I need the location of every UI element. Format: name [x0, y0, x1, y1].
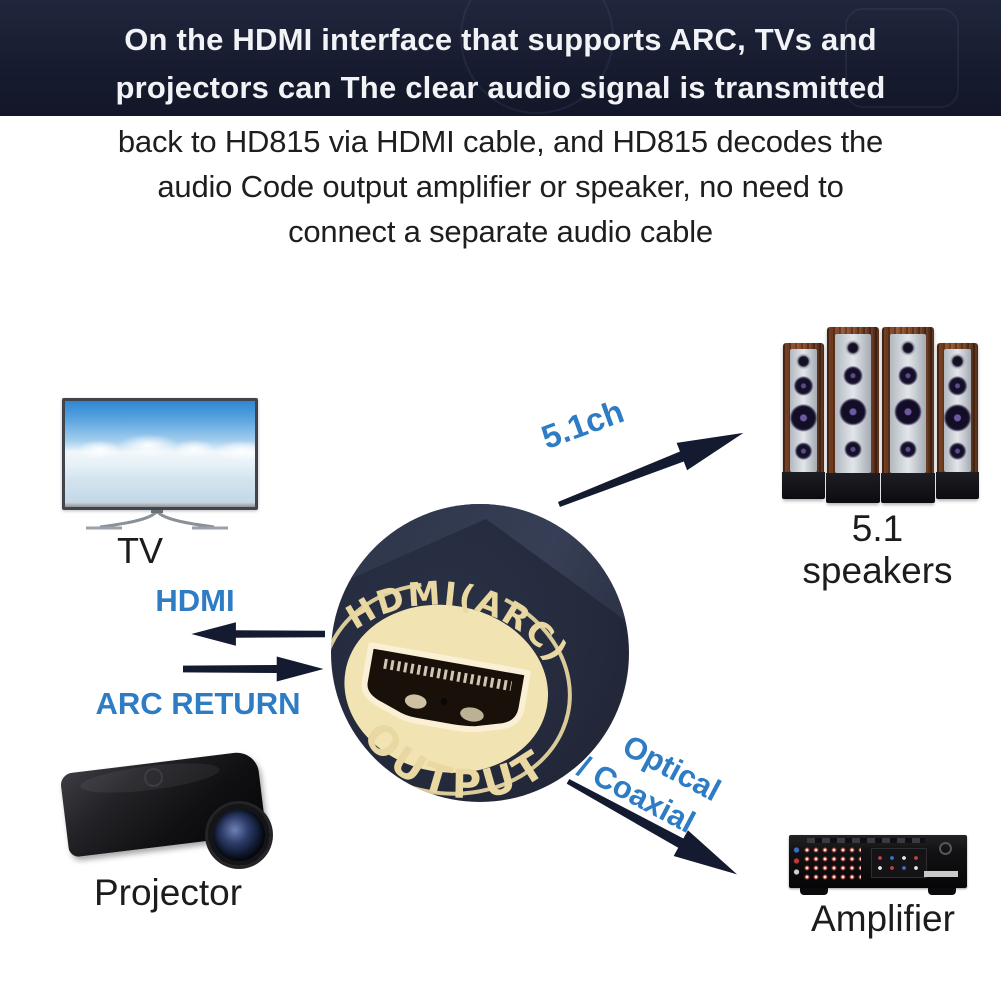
- projector-label: Projector: [93, 872, 243, 913]
- amplifier-foot: [928, 888, 956, 895]
- arrow-down-right-icon: [566, 778, 738, 875]
- tv-image: TV: [62, 398, 262, 571]
- amplifier-rca-jacks: [803, 846, 861, 880]
- tv-stand: [86, 510, 228, 530]
- header-line-1: On the HDMI interface that supports ARC,…: [124, 22, 877, 57]
- tv-label: TV: [116, 530, 163, 571]
- tv-screen: [65, 401, 255, 507]
- description-line-3: connect a separate audio cable: [288, 214, 713, 249]
- arc-return-label: ARC RETURN: [95, 686, 301, 721]
- amplifier-label-strip: [924, 871, 958, 877]
- amplifier-foot: [800, 888, 828, 895]
- projector-image: [58, 748, 273, 866]
- channel-label: 5.1ch: [536, 392, 629, 456]
- amplifier-antenna-ring: [939, 842, 952, 855]
- amplifier-vent-strip: [807, 838, 925, 843]
- speaker-tower: [782, 343, 825, 499]
- header-banner: On the HDMI interface that supports ARC,…: [0, 0, 1001, 116]
- hdmi-label: HDMI: [155, 583, 235, 618]
- speakers-image: [782, 327, 981, 504]
- description-line-2: audio Code output amplifier or speaker, …: [157, 169, 844, 204]
- tv-frame: [62, 398, 258, 510]
- header-line-2: projectors can The clear audio signal is…: [115, 70, 886, 105]
- amplifier-image: [789, 835, 967, 888]
- speaker-tower: [880, 327, 936, 504]
- amplifier-terminal-panel: [871, 848, 927, 878]
- speaker-tower: [825, 327, 881, 504]
- speakers-label: 5.1 speakers: [802, 508, 953, 591]
- hdmi-port-graphic: HDMI(ARC) OUTPUT: [331, 557, 585, 802]
- amplifier-label: Amplifier: [811, 898, 955, 939]
- arrow-up-right-icon: [557, 432, 744, 507]
- arrow-right-icon: [183, 656, 324, 682]
- projector-lens: [208, 804, 270, 866]
- description-line-1: back to HD815 via HDMI cable, and HD815 …: [117, 124, 884, 159]
- speaker-tower: [936, 343, 979, 499]
- hdmi-port-photo: HDMI(ARC) OUTPUT: [331, 504, 629, 802]
- amplifier-side-jacks: [792, 845, 801, 879]
- description-text: back to HD815 via HDMI cable, and HD815 …: [0, 119, 1001, 254]
- header-decor-rect: [845, 8, 959, 108]
- arrow-left-icon: [191, 622, 325, 646]
